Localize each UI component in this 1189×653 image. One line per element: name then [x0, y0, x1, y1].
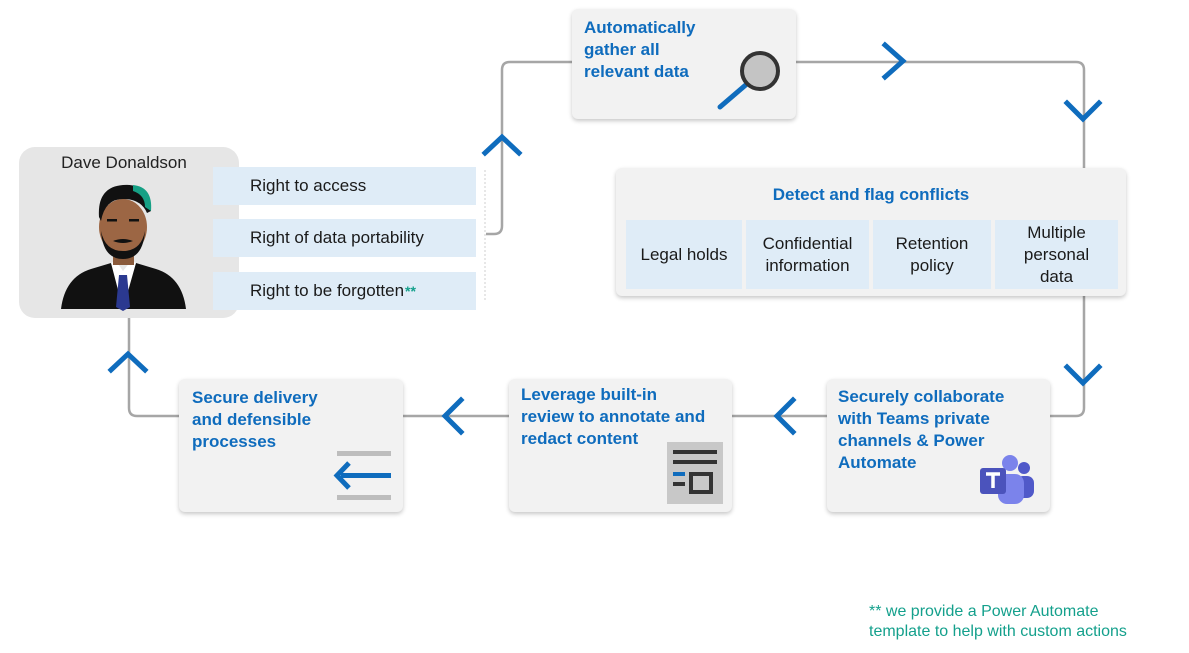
right-item-forgotten: Right to be forgotten** [213, 272, 476, 310]
magnifier-icon [717, 51, 780, 110]
conflict-cell-retention: Retention policy [873, 220, 991, 289]
footnote: ** we provide a Power Automate template … [869, 603, 1127, 640]
right-label: Right to access [250, 176, 367, 195]
chevron-left-icon [441, 396, 465, 436]
step-card-collaborate: Securely collaborate with Teams private … [827, 379, 1050, 512]
chevron-down-icon [1063, 99, 1103, 123]
chevron-down-icon [1063, 363, 1103, 387]
right-item-portability: Right of data portability [213, 219, 476, 257]
conflict-label: Legal holds [640, 244, 728, 264]
person-avatar-icon [61, 184, 186, 311]
step-card-gather: Automatically gather all relevant data [572, 9, 796, 119]
footnote-mark: ** [405, 283, 416, 299]
step-title: Securely collaborate with Teams private … [838, 387, 1005, 472]
conflict-label: Multiple personal data [1023, 222, 1090, 286]
connector-detect-to-collaborate [1050, 296, 1086, 418]
step-title: Secure delivery and defensible processes [192, 388, 318, 451]
conflict-label: Retention policy [895, 233, 969, 275]
step-title: Detect and flag conflicts [772, 185, 970, 204]
person-name: Dave Donaldson [61, 153, 187, 172]
conflict-cell-multiple-personal: Multiple personal data [995, 220, 1118, 289]
step-title: Automatically gather all relevant data [584, 18, 696, 81]
delivery-arrow-icon [333, 451, 391, 500]
step-title: Leverage built-in review to annotate and… [521, 385, 706, 448]
right-label: Right of data portability [250, 228, 424, 247]
step-card-deliver: Secure delivery and defensible processes [179, 379, 403, 512]
conflict-cell-legal-holds: Legal holds [626, 220, 742, 289]
connector-deliver-to-person [127, 318, 179, 418]
right-label: Right to be forgotten [250, 281, 405, 300]
right-item-access: Right to access [213, 167, 476, 205]
teams-icon [980, 455, 1034, 504]
step-card-review: Leverage built-in review to annotate and… [509, 379, 732, 512]
conflict-cell-confidential: Confidential information [746, 220, 869, 289]
document-redact-icon [667, 442, 723, 504]
chevron-up-icon [481, 133, 523, 157]
connector-rights-to-gather [486, 60, 572, 236]
chevron-left-icon [773, 396, 797, 436]
conflict-label: Confidential information [762, 233, 853, 275]
chevron-right-icon [881, 41, 907, 81]
connector-gather-to-detect [796, 60, 1086, 168]
chevron-up-icon [107, 350, 149, 374]
person-card: Dave Donaldson [19, 147, 239, 318]
